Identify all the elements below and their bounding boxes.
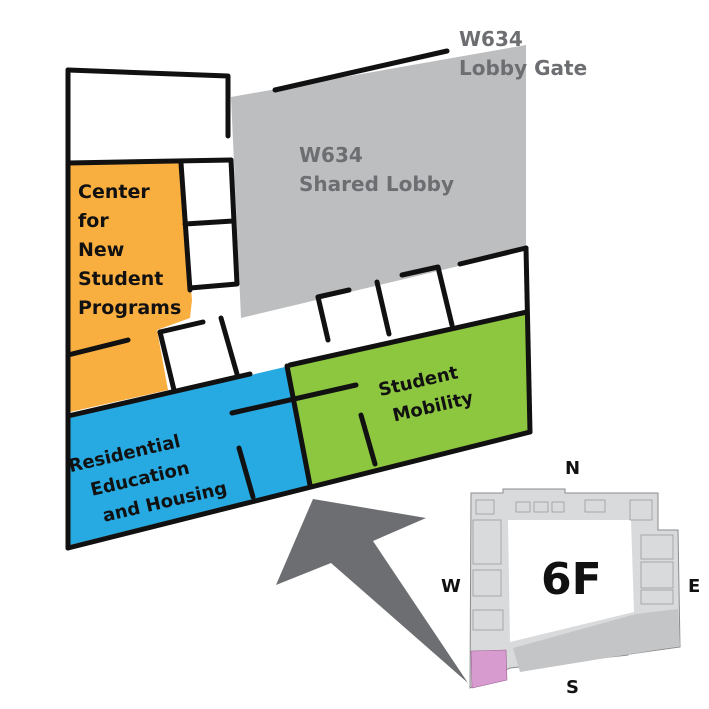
- minimap-highlight-area[interactable]: [470, 649, 508, 689]
- lobby-gate-label-line1: W634: [459, 27, 523, 51]
- student-mobility-area[interactable]: [289, 313, 530, 485]
- label-line: Center: [78, 181, 150, 203]
- minimap-courtyard: [508, 520, 634, 642]
- compass-east: E: [688, 576, 700, 597]
- shared-lobby-area[interactable]: [231, 45, 526, 318]
- label-line: Student: [78, 268, 163, 290]
- compass-north: N: [565, 458, 580, 479]
- compass-south: S: [566, 677, 579, 698]
- shared-lobby-label-line2: Shared Lobby: [299, 172, 454, 196]
- compass-west: W: [441, 576, 461, 597]
- walls: [65, 48, 533, 551]
- center-new-student-programs-label: Center for New Student Programs: [78, 181, 181, 319]
- lobby-gate-label-line2: Lobby Gate: [459, 56, 587, 80]
- residential-education-housing-label: Residential Education and Housing: [67, 431, 229, 527]
- shared-lobby-label-line1: W634: [299, 143, 363, 167]
- label-line: New: [78, 239, 124, 261]
- floor-label: 6F: [541, 554, 602, 605]
- direction-arrow: [276, 499, 468, 683]
- building-minimap: N S E W 6F: [441, 458, 700, 698]
- label-line: for: [78, 210, 109, 232]
- minimap-south-corridor: [513, 609, 680, 672]
- label-line: Programs: [78, 297, 181, 319]
- center-new-student-programs-area[interactable]: [70, 162, 192, 412]
